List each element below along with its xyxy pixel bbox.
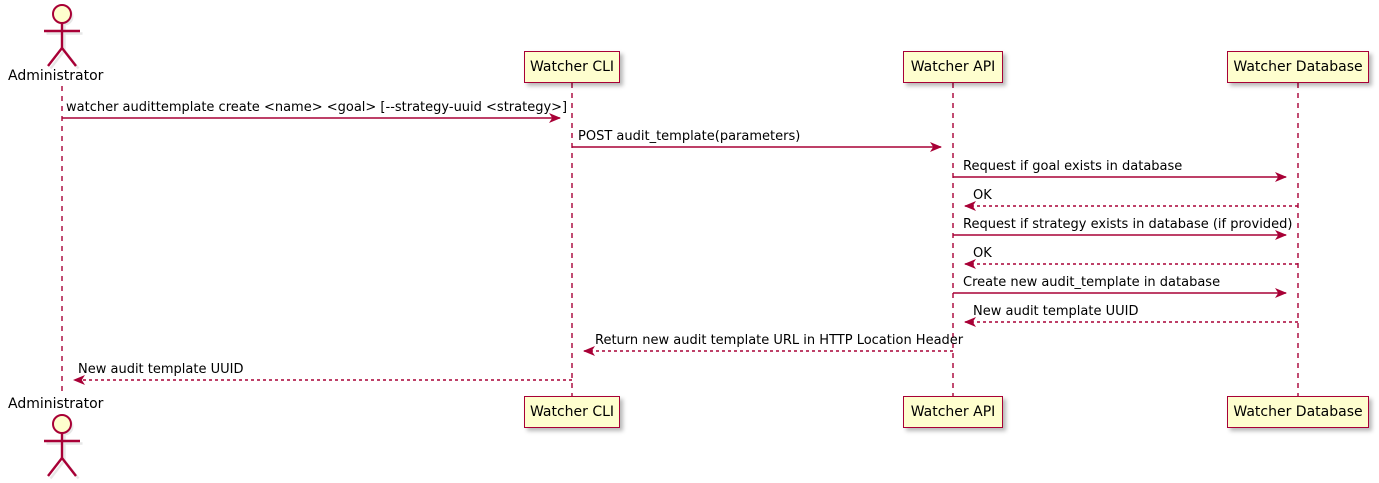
participant-box-watcher-cli-top[interactable]: Watcher CLI	[524, 51, 620, 83]
actor-label-administrator-bottom: Administrator	[8, 396, 104, 412]
message-label-1: watcher audittemplate create <name> <goa…	[66, 100, 568, 115]
actor-administrator-top-icon	[44, 4, 83, 70]
message-label-8: New audit template UUID	[973, 304, 1139, 319]
message-label-5: Request if strategy exists in database (…	[963, 217, 1293, 232]
message-label-2: POST audit_template(parameters)	[578, 129, 801, 144]
actor-label-administrator-top: Administrator	[8, 68, 104, 84]
message-label-9: Return new audit template URL in HTTP Lo…	[595, 333, 964, 348]
participant-box-watcher-database-top[interactable]: Watcher Database	[1227, 51, 1369, 83]
lifelines	[61, 83, 1299, 396]
message-label-10: New audit template UUID	[78, 362, 244, 377]
participant-box-watcher-cli-bottom[interactable]: Watcher CLI	[524, 396, 620, 428]
participant-box-watcher-database-bottom[interactable]: Watcher Database	[1227, 396, 1369, 428]
message-label-4: OK	[973, 188, 992, 203]
message-arrows	[62, 113, 1298, 385]
actor-administrator-bottom-icon	[44, 414, 83, 480]
message-label-3: Request if goal exists in database	[963, 159, 1183, 174]
participant-box-watcher-api-bottom[interactable]: Watcher API	[903, 396, 1003, 428]
message-label-6: OK	[973, 246, 992, 261]
message-label-7: Create new audit_template in database	[963, 275, 1221, 290]
participant-box-watcher-api-top[interactable]: Watcher API	[903, 51, 1003, 83]
